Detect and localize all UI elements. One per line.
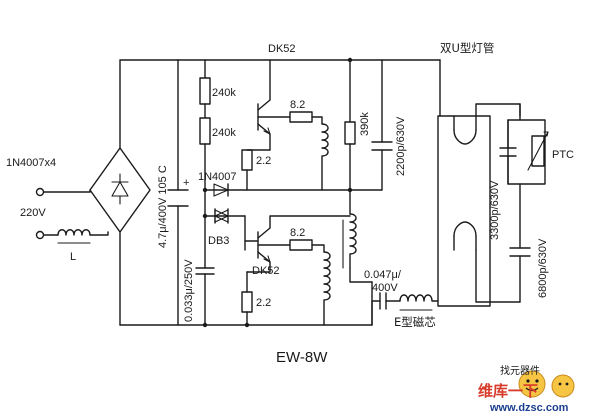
inductor-l — [57, 229, 91, 236]
mains-input: 220V L — [20, 187, 109, 263]
transistor-bottom: DK52 8.2 2.2 — [241, 215, 351, 326]
mascot-icon — [518, 370, 546, 398]
ptc-label: PTC — [552, 149, 574, 161]
core-label: E型磁芯 — [394, 315, 436, 329]
site-watermark: 找元器件 维库一下 www.dzsc.com — [478, 364, 575, 414]
diac-label: DB3 — [208, 235, 229, 247]
transistor-top: DK52 8.2 2.2 — [241, 43, 329, 191]
lamp-outline — [437, 115, 491, 307]
bridge-label: 1N4007x4 — [6, 157, 56, 169]
mascot-text: 找元器件 — [500, 364, 540, 377]
trigger-capacitor: 0.033μ/250V — [183, 259, 215, 326]
model-label: EW-8W — [276, 349, 328, 366]
lamp-label: 双U型灯管 — [440, 41, 494, 55]
resistor-240k-2 — [199, 117, 211, 145]
cap-6800-label: 6800p/630V — [537, 238, 549, 298]
resistor-390k — [344, 121, 356, 145]
mains-voltage-label: 220V — [20, 207, 46, 219]
resistor-2-2-top — [241, 149, 253, 171]
diac-db3: DB3 — [204, 208, 246, 247]
r-emit-top-label: 2.2 — [256, 155, 271, 167]
transformer-primary — [349, 213, 357, 269]
bulk-capacitor: + 4.7μ/400V 105 C — [157, 59, 189, 326]
diode-1n4007: 1N4007 — [198, 171, 237, 197]
series-capacitor: 0.047μ/ 400V — [364, 269, 402, 326]
ballast-inductor: E型磁芯 — [394, 249, 455, 329]
filament-bottom — [453, 221, 477, 237]
resistor-chain: 240k 240k — [199, 59, 236, 269]
cap-3300-label: 3300p/630V — [489, 180, 501, 240]
feedback-transformer — [342, 189, 373, 283]
r1-label: 240k — [212, 87, 236, 99]
cap-2200-label: 2200p/630V — [395, 116, 407, 176]
input-terminal-bottom — [35, 230, 45, 240]
q-bottom-label: DK52 — [252, 265, 280, 277]
snubber-section: 390k 2200p/630V — [344, 59, 407, 191]
lamp-tube: 双U型灯管 — [437, 41, 521, 307]
resistor-2-2-bottom — [241, 291, 253, 313]
watermark-url: www.dzsc.com — [489, 402, 569, 414]
ptc-network: PTC 3300p/630V 6800p/630V — [489, 103, 574, 303]
r-base-bottom-label: 8.2 — [290, 227, 305, 239]
r-emit-bottom-label: 2.2 — [256, 297, 271, 309]
q-top-label: DK52 — [268, 43, 296, 55]
filament-top — [453, 129, 477, 145]
r2-label: 240k — [212, 127, 236, 139]
cap-series-label-2: 400V — [372, 282, 398, 294]
resistor-8-2-top — [289, 111, 313, 123]
input-terminal-top — [35, 187, 45, 197]
diode-label: 1N4007 — [198, 171, 237, 183]
cap-series-label-1: 0.047μ/ — [364, 269, 402, 281]
resistor-8-2-bottom — [289, 239, 313, 251]
inductor-label: L — [70, 251, 76, 263]
bulk-cap-plus: + — [183, 177, 189, 189]
bulk-cap-label: 4.7μ/400V 105 C — [157, 165, 169, 248]
watermark-site-name: 维库一下 — [478, 382, 538, 400]
mascot-icon-2 — [551, 374, 575, 398]
ballast-coil — [399, 249, 455, 302]
bridge-rectifier: 1N4007x4 — [6, 59, 179, 326]
resistor-240k-1 — [199, 77, 211, 105]
r-390k-label: 390k — [359, 112, 371, 136]
trigger-cap-label: 0.033μ/250V — [183, 259, 195, 322]
r-base-top-label: 8.2 — [290, 99, 305, 111]
drive-winding-top — [321, 123, 329, 191]
drive-winding-bottom — [323, 251, 331, 326]
